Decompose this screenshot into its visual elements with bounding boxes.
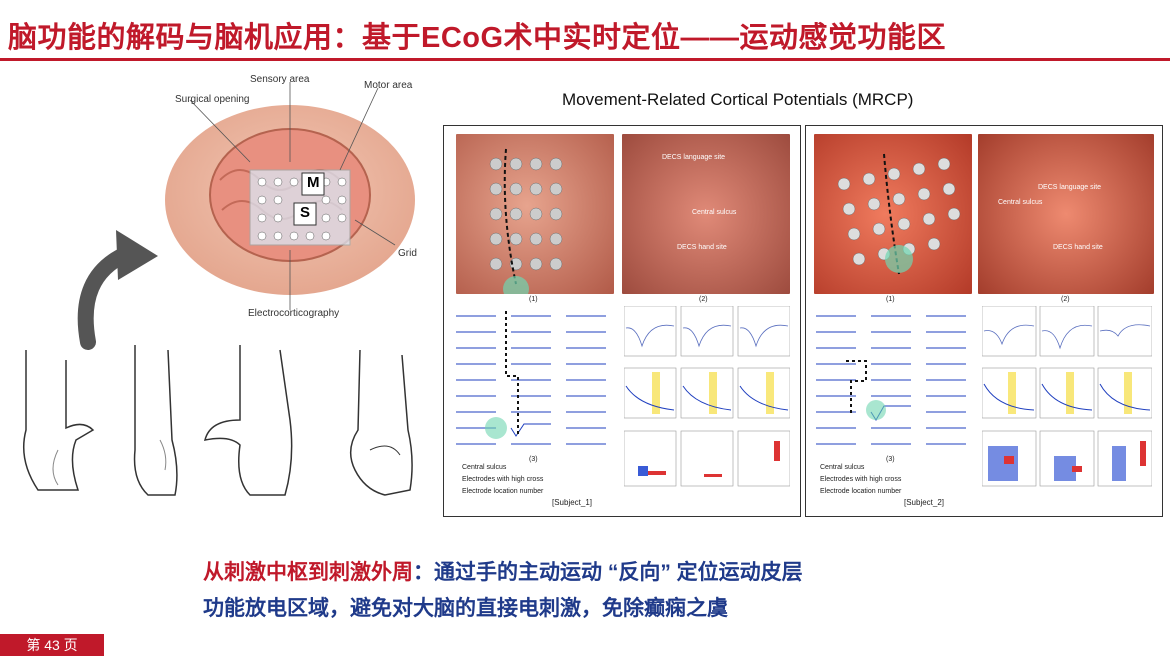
page-number-badge: 第 43 页 bbox=[0, 634, 104, 656]
slide-title: 脑功能的解码与脑机应用：基于ECoG术中实时定位——运动感觉功能区 bbox=[8, 22, 947, 54]
subject1-photo-1 bbox=[456, 134, 614, 294]
mrcp-title: Movement-Related Cortical Potentials (MR… bbox=[562, 90, 914, 109]
legend-location-number: Electrode location number bbox=[462, 488, 544, 495]
legend-central-sulcus-2: Central sulcus bbox=[820, 464, 865, 471]
brain-svg bbox=[165, 82, 415, 310]
panel-number-2b: (2) bbox=[1061, 296, 1070, 303]
photo-note-language-2: DECS language site bbox=[1038, 184, 1102, 191]
panel-number-1b: (1) bbox=[886, 296, 895, 303]
subject2-ecog-traces bbox=[816, 315, 966, 445]
subject2-photo-2: DECS language site Central sulcus DECS h… bbox=[978, 134, 1154, 294]
grid-letter-m: M bbox=[307, 174, 320, 191]
curved-arrow-icon bbox=[66, 222, 176, 352]
subject1-photo-2: DECS language site Central sulcus DECS h… bbox=[622, 134, 790, 294]
label-electrocorticography: Electrocorticography bbox=[248, 308, 340, 319]
photo-note-sulcus: Central sulcus bbox=[692, 209, 737, 216]
legend-electrodes: Electrodes with high cross bbox=[462, 476, 544, 483]
subject2-label: [Subject_2] bbox=[904, 498, 945, 507]
subject2-panel: DECS language site Central sulcus DECS h… bbox=[805, 125, 1163, 517]
photo-note-sulcus-2: Central sulcus bbox=[998, 199, 1043, 206]
legend-electrodes-2: Electrodes with high cross bbox=[820, 476, 902, 483]
label-sensory-area: Sensory area bbox=[250, 74, 310, 85]
subject1-panel: DECS language site Central sulcus DECS h… bbox=[443, 125, 801, 517]
brain-ecog-illustration: Surgical opening Sensory area Motor area… bbox=[150, 70, 430, 320]
caption-line-1: 从刺激中枢到刺激外周：通过手的主动运动 “反向” 定位运动皮层 bbox=[203, 556, 803, 586]
legend-location-number-2: Electrode location number bbox=[820, 488, 902, 495]
caption-line-1-rest: ：通过手的主动运动 “反向” 定位运动皮层 bbox=[413, 561, 803, 584]
label-grid: Grid bbox=[398, 248, 417, 259]
panel-number-3: (3) bbox=[529, 456, 538, 463]
title-divider bbox=[0, 58, 1170, 61]
subject1-ecog-traces bbox=[456, 311, 606, 445]
panel-number-1: (1) bbox=[529, 296, 538, 303]
caption-line-2: 功能放电区域，避免对大脑的直接电刺激，免除癫痫之虞 bbox=[203, 597, 728, 620]
photo-note-language: DECS language site bbox=[662, 154, 726, 161]
label-surgical-opening: Surgical opening bbox=[175, 94, 250, 105]
hand-illustration-2 bbox=[120, 340, 190, 505]
legend-central-sulcus: Central sulcus bbox=[462, 464, 507, 471]
label-motor-area: Motor area bbox=[364, 80, 413, 91]
subject2-mrcp-plots bbox=[982, 306, 1152, 487]
hand-illustration-1 bbox=[8, 340, 98, 505]
hand-illustration-4 bbox=[340, 340, 420, 505]
hand-illustration-3 bbox=[200, 340, 310, 505]
photo-note-hand: DECS hand site bbox=[677, 244, 727, 251]
subject1-mrcp-plots bbox=[624, 306, 790, 487]
panel-number-3b: (3) bbox=[886, 456, 895, 463]
grid-letter-s: S bbox=[300, 204, 311, 221]
subject2-photo-1 bbox=[814, 134, 972, 294]
subject1-label: [Subject_1] bbox=[552, 498, 593, 507]
photo-note-hand-2: DECS hand site bbox=[1053, 244, 1103, 251]
panel-number-2: (2) bbox=[699, 296, 708, 303]
caption-highlight: 从刺激中枢到刺激外周 bbox=[203, 561, 413, 584]
